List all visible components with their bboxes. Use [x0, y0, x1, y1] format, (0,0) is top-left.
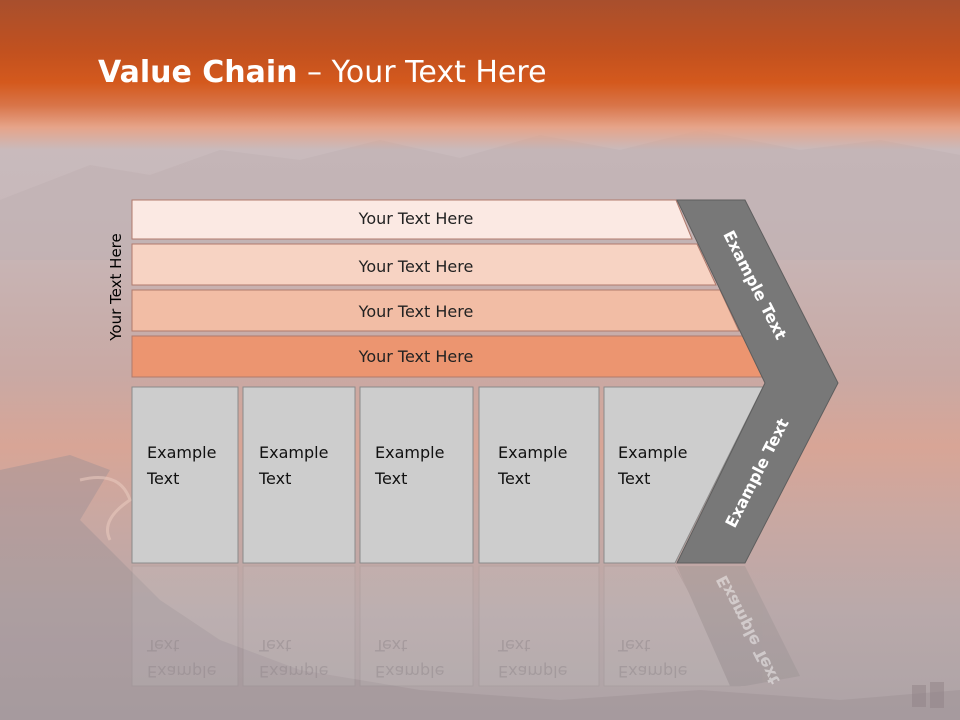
primary-column-4	[478, 386, 600, 564]
primary-column-1	[131, 386, 239, 564]
column-3-line1: Example	[375, 443, 445, 462]
column-2-line2: Text	[259, 469, 292, 488]
primary-column-3	[359, 386, 474, 564]
title-bold: Value Chain	[98, 55, 298, 90]
support-band-1-label: Your Text Here	[358, 209, 474, 228]
support-band-3	[131, 289, 740, 332]
column-1-line2: Text	[147, 469, 180, 488]
support-band-3-label: Your Text Here	[358, 302, 474, 321]
primary-column-5	[603, 386, 764, 564]
column-5-line2: Text	[618, 469, 651, 488]
column-4-line1: Example	[498, 443, 568, 462]
column-3-line2: Text	[375, 469, 408, 488]
support-band-4-label: Your Text Here	[358, 347, 474, 366]
header-bar	[0, 0, 960, 150]
column-5-line1: Example	[618, 443, 688, 462]
reflection	[131, 565, 800, 687]
support-band-2	[131, 243, 717, 286]
support-band-2-label: Your Text Here	[358, 257, 474, 276]
column-4-line2: Text	[498, 469, 531, 488]
title-rest: – Your Text Here	[297, 55, 547, 90]
margin-chevron	[676, 199, 839, 564]
primary-column-2	[242, 386, 356, 564]
support-band-1	[131, 199, 693, 240]
slide-title: Value Chain – Your Text Here	[98, 55, 547, 90]
column-1-line1: Example	[147, 443, 217, 462]
column-2-line1: Example	[259, 443, 329, 462]
